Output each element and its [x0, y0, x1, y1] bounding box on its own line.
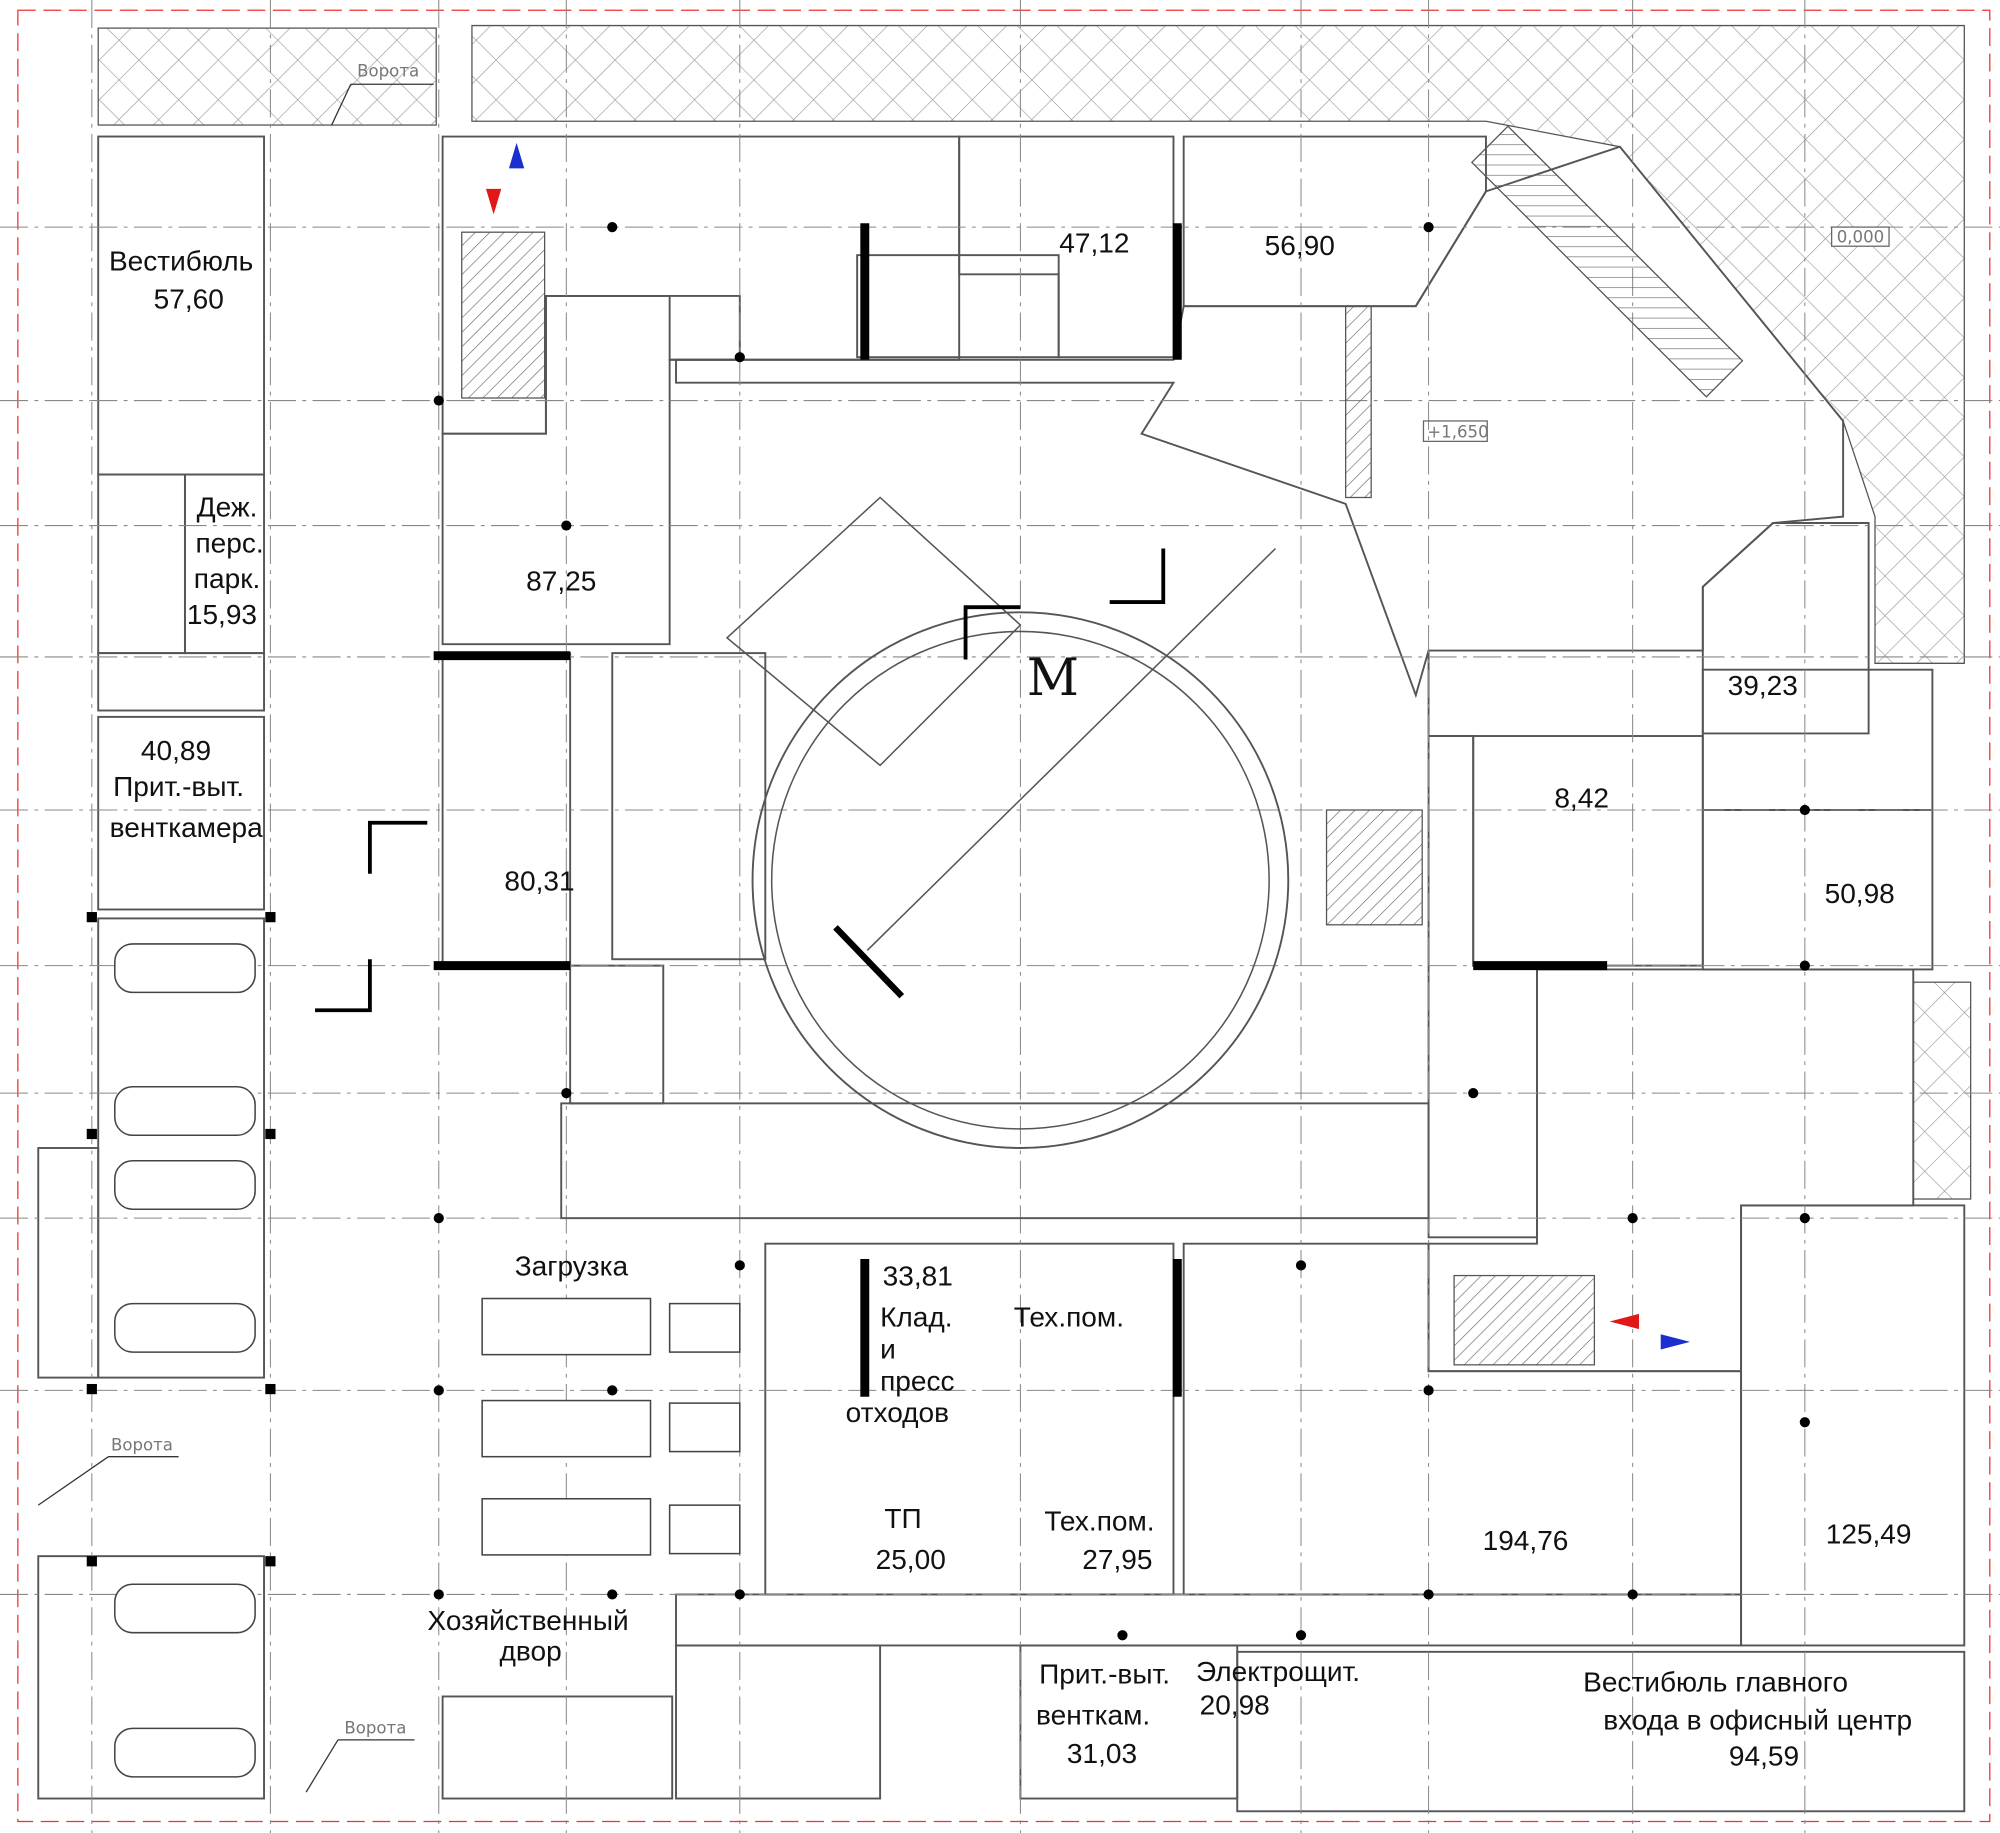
room-label: Электрощит.20,98: [1196, 1656, 1360, 1720]
room-39-23: [1701, 522, 1870, 735]
parking-side: [37, 1147, 100, 1379]
supply-arrow-icon: [1660, 1334, 1691, 1350]
columns: [86, 221, 1810, 1641]
rooms: [37, 135, 1966, 1813]
room-shafts-bottom: [675, 1644, 882, 1800]
exhaust-arrow-icon: [1609, 1313, 1640, 1330]
stairs: [461, 125, 1744, 1366]
room-label: Загрузка: [515, 1251, 629, 1282]
parking-lower: [37, 1555, 265, 1800]
room-label: 87,25: [526, 566, 596, 597]
gate-label-left: Ворота: [111, 1435, 173, 1454]
room-label: 80,31: [504, 865, 574, 896]
exhaust-arrow-icon: [485, 188, 502, 215]
level-mark-upper: +1,650: [1427, 423, 1488, 442]
room-ventilation-left: [97, 715, 265, 911]
thick-walls: [433, 223, 1608, 1397]
room-label: Прит.-выт.венткам.31,03: [1036, 1659, 1170, 1769]
airflow-arrows: [485, 142, 1691, 1350]
room-125-49: [1740, 1204, 1966, 1647]
metro-logo: M: [1027, 649, 1079, 708]
room-main-vestibule: [1236, 1650, 1966, 1813]
room-label: Тех.пом.27,95: [1044, 1506, 1154, 1575]
room-label: 39,23: [1728, 670, 1798, 701]
gate-label-bottom: Ворота: [344, 1718, 406, 1737]
room-stair-bottom-left: [441, 1695, 674, 1800]
room-label: 194,76: [1483, 1525, 1569, 1556]
room-56-90: [1182, 135, 1487, 308]
exterior-paving: [97, 24, 1972, 1200]
supply-arrow-icon: [508, 142, 525, 169]
room-label: 47,12: [1059, 228, 1129, 259]
room-label: 56,90: [1265, 230, 1335, 261]
room-stair-left: [97, 473, 186, 655]
parked-cars: [114, 943, 256, 1778]
site-boundary: [17, 9, 1991, 1823]
room-label: 50,98: [1825, 878, 1895, 909]
room-label: 8,42: [1554, 782, 1609, 813]
public-atrium: [675, 145, 1845, 1239]
corridor-bottom: [675, 1593, 1743, 1647]
metro-structure: [315, 496, 1430, 1220]
room-label: Деж.перс.парк.15,93: [187, 492, 264, 630]
loading-trucks: [481, 1297, 741, 1556]
room-tech-block: [764, 1242, 1175, 1596]
room-label: 125,49: [1826, 1518, 1912, 1549]
room-stair-top: [856, 254, 1060, 359]
gate-annotations: Ворота Ворота Ворота: [37, 62, 434, 1793]
room-50-98: [1701, 809, 1934, 971]
room-elevator-left: [97, 652, 265, 712]
level-mark-ground: 0,000: [1837, 227, 1884, 246]
room-47-12: [958, 135, 1175, 359]
room-label: Тех.пом.: [1014, 1302, 1124, 1333]
room-8-42: [1472, 735, 1704, 967]
gate-label-top: Ворота: [357, 62, 419, 81]
